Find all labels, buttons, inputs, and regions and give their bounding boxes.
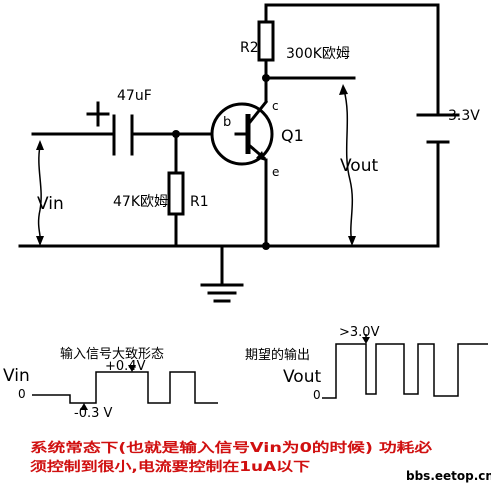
r1-value-label: 47K欧姆 bbox=[113, 194, 168, 210]
capacitor-47uf bbox=[86, 101, 134, 156]
output-axis-label: Vout bbox=[283, 367, 321, 387]
collector-pin-label: c bbox=[272, 99, 279, 113]
output-zero-label: 0 bbox=[313, 388, 321, 402]
vin-label: Vin bbox=[37, 194, 64, 214]
output-high-label: >3.0V bbox=[339, 325, 380, 340]
output-wave-trace bbox=[322, 343, 488, 399]
junction-dot bbox=[172, 130, 180, 138]
note-line-1: 系统常态下(也就是输入信号Vin为0的时候) 功耗必 bbox=[30, 440, 432, 456]
junction-dot bbox=[262, 74, 270, 82]
r2-name-label: R2 bbox=[240, 40, 259, 56]
vout-label: Vout bbox=[340, 156, 378, 176]
input-wave-title: 输入信号大致形态 bbox=[60, 346, 164, 362]
q1-label: Q1 bbox=[281, 126, 304, 145]
watermark: bbs.eetop.cn bbox=[406, 469, 491, 483]
vout-arrow bbox=[339, 84, 356, 246]
input-zero-label: 0 bbox=[18, 387, 26, 401]
note-line-2: 须控制到很小,电流要控制在1uA以下 bbox=[30, 459, 310, 475]
input-high-label: +0.4V bbox=[105, 359, 146, 374]
vin-arrow bbox=[36, 140, 44, 246]
r2-value-label: 300K欧姆 bbox=[286, 46, 350, 62]
r1-resistor bbox=[167, 171, 185, 216]
r1-name-label: R1 bbox=[190, 194, 209, 210]
input-low-label: -0.3 V bbox=[74, 406, 112, 421]
output-wave-title: 期望的输出 bbox=[245, 347, 310, 363]
input-waveform: 输入信号大致形态 Vin 0 +0.4V -0.3 V bbox=[3, 346, 218, 421]
base-pin-label: b bbox=[223, 115, 231, 130]
r2-resistor bbox=[257, 20, 275, 62]
supply-voltage-label: 3.3V bbox=[448, 108, 480, 124]
input-axis-label: Vin bbox=[3, 366, 30, 386]
transistor-q1 bbox=[210, 99, 274, 166]
emitter-pin-label: e bbox=[272, 165, 279, 179]
input-wave-trace bbox=[32, 371, 218, 404]
ground-symbol bbox=[200, 283, 244, 303]
battery-symbol bbox=[416, 113, 460, 144]
circuit-wires bbox=[18, 3, 440, 286]
cap-value-label: 47uF bbox=[117, 88, 152, 104]
junction-dot bbox=[262, 242, 270, 250]
output-waveform: 期望的输出 Vout 0 >3.0V bbox=[245, 325, 488, 402]
